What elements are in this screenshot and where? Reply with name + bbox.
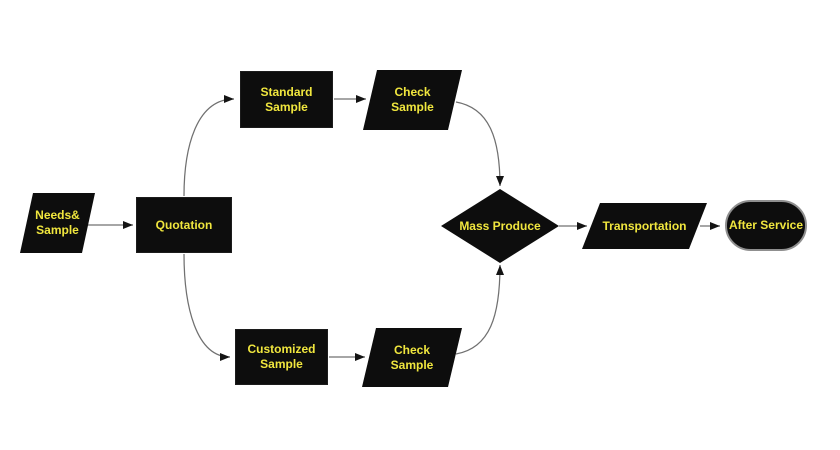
node-check-sample-top[interactable]: Check Sample — [363, 70, 462, 130]
node-quotation-label: Quotation — [155, 217, 213, 232]
node-check-sample-bottom-label: Check Sample — [390, 342, 434, 372]
connector-quotation-to-customized-sample — [183, 253, 231, 361]
node-needs-sample[interactable]: Needs& Sample — [20, 193, 95, 253]
node-after-service[interactable]: After Service — [725, 200, 807, 251]
node-check-sample-top-label: Check Sample — [391, 85, 434, 114]
node-needs-sample-label: Needs& Sample — [35, 208, 80, 237]
node-check-sample-bottom[interactable]: Check Sample — [362, 328, 462, 387]
node-transportation[interactable]: Transportation — [582, 203, 707, 249]
node-standard-sample-label: Standard Sample — [260, 84, 313, 114]
node-after-service-label: After Service — [728, 218, 804, 232]
connector-quotation-to-standard-sample — [183, 95, 235, 197]
connector-check-sample-top-to-mass-produce — [455, 101, 504, 187]
node-customized-sample-label: Customized Sample — [247, 342, 316, 371]
connector-check-sample-bottom-to-mass-produce — [455, 264, 504, 355]
node-standard-sample[interactable]: Standard Sample — [240, 71, 333, 128]
node-customized-sample[interactable]: Customized Sample — [235, 329, 328, 385]
node-mass-produce[interactable]: Mass Produce — [441, 189, 559, 263]
node-quotation[interactable]: Quotation — [136, 197, 232, 253]
node-mass-produce-label: Mass Produce — [459, 218, 541, 233]
node-transportation-label: Transportation — [602, 218, 687, 233]
